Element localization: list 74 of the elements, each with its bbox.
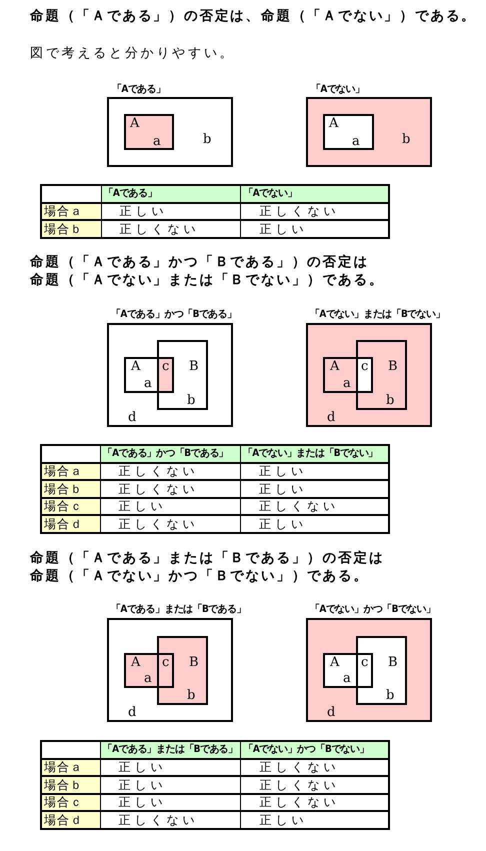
- table-cell: 正しい: [100, 758, 241, 776]
- table-cell: 正しくない: [101, 220, 241, 238]
- heading-text: 命題（「Ａである」または「Ｂである」）の否定は: [30, 550, 384, 566]
- set-heading: 「Aでない」: [311, 84, 364, 96]
- region-letter: c: [162, 360, 170, 374]
- region-letter: b: [187, 689, 196, 703]
- region-letter: d: [327, 411, 336, 425]
- region-letter: d: [128, 411, 136, 425]
- set-heading: 「Aである」: [112, 84, 166, 96]
- set-box: [157, 340, 208, 410]
- table-cell: 正しい: [101, 202, 241, 220]
- region-letter: c: [162, 656, 170, 670]
- set-letter: B: [388, 360, 398, 374]
- region-letter: d: [327, 706, 336, 720]
- table-cell: 正しい: [240, 462, 389, 480]
- set-heading: 「Aである」または「Bである」: [111, 604, 246, 616]
- set-letter: A: [330, 656, 340, 670]
- region-letter: b: [187, 394, 196, 408]
- table-cell: 正しい: [100, 776, 241, 794]
- region-letter: a: [343, 377, 351, 391]
- set-letter: B: [189, 360, 199, 374]
- header-cell: 「Aである」: [101, 185, 241, 202]
- header-cell: 「Aである」または「Bである」: [100, 741, 241, 758]
- set-box: [124, 114, 174, 150]
- region-letter: a: [144, 672, 152, 686]
- set-box: [157, 636, 208, 705]
- region-letter: b: [203, 133, 212, 147]
- set-letter: A: [131, 360, 140, 374]
- table-cell: 正しい: [100, 498, 240, 515]
- region-letter: d: [128, 706, 136, 720]
- table-cell: 正しくない: [100, 462, 240, 480]
- heading-text: 命題（「Ａでない」かつ「Ｂでない」）である。: [30, 568, 369, 584]
- header-cell: 「Aでない」または「Bでない」: [240, 445, 389, 462]
- table-cell: 正しくない: [100, 515, 240, 532]
- region-letter: a: [153, 135, 161, 149]
- row-header-cell: 場合ｂ: [41, 776, 100, 794]
- heading-text: 命題（「Ａである」かつ「Ｂである」）の否定は: [30, 254, 369, 270]
- region-letter: c: [361, 360, 368, 374]
- row-header-cell: 場合ｂ: [41, 220, 101, 238]
- set-box: [356, 340, 407, 410]
- set-letter: B: [388, 656, 398, 670]
- header-cell: 「Aである」かつ「Bである」: [100, 445, 240, 462]
- set-heading: 「Aでない」または「Bでない」: [310, 309, 445, 321]
- heading-text: 命題（「Ａでない」または「Ｂでない」）である。: [30, 272, 384, 288]
- region-letter: a: [343, 672, 351, 686]
- table-cell: 正しくない: [240, 794, 389, 811]
- set-letter: A: [329, 117, 338, 131]
- table-cell: 正しくない: [100, 480, 240, 498]
- region-letter: b: [386, 689, 394, 703]
- header-cell: 「Aでない」かつ「Bでない」: [240, 741, 389, 758]
- table-cell: 正しい: [100, 794, 241, 811]
- table-cell: 正しくない: [240, 758, 389, 776]
- table-cell: 正しくない: [240, 498, 389, 515]
- note-text: 図で考えると分かりやすい。: [30, 46, 236, 62]
- row-header-cell: 場合ｄ: [41, 515, 100, 532]
- region-letter: a: [352, 135, 360, 149]
- region-letter: a: [144, 377, 152, 391]
- set-box: [323, 114, 374, 150]
- heading-text: 命題（「Ａである」）の否定は、命題（「Ａでない」）である。: [30, 8, 477, 24]
- row-header-cell: 場合ｂ: [41, 480, 100, 498]
- row-header-cell: 場合ｄ: [41, 811, 100, 828]
- set-letter: A: [330, 360, 340, 374]
- set-letter: B: [189, 656, 199, 670]
- table-cell: 正しくない: [240, 202, 389, 220]
- set-heading: 「Aでない」かつ「Bでない」: [310, 604, 436, 616]
- table-cell: 正しくない: [100, 811, 241, 828]
- set-letter: A: [130, 117, 140, 131]
- region-letter: b: [402, 133, 410, 147]
- set-letter: A: [131, 656, 140, 670]
- region-letter: b: [386, 394, 394, 408]
- set-box: [356, 636, 407, 705]
- region-letter: c: [361, 656, 368, 670]
- header-cell: 「Aでない」: [240, 185, 389, 202]
- set-heading: 「Aである」かつ「Bである」: [111, 309, 236, 321]
